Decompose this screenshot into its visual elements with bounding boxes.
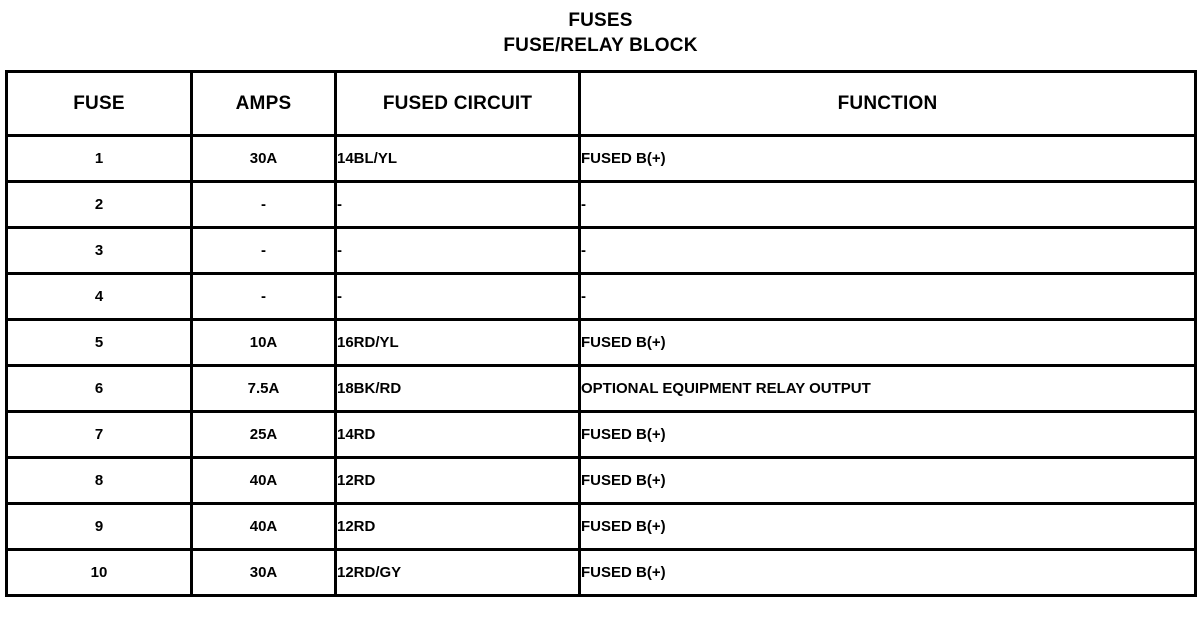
cell-amps: - <box>190 180 337 229</box>
title-line-fuses: FUSES <box>568 10 633 31</box>
table-row: 4--- <box>5 272 1197 321</box>
cell-function: FUSED B(+) <box>578 318 1197 367</box>
cell-function: - <box>578 180 1197 229</box>
column-header-function: FUNCTION <box>578 70 1197 137</box>
cell-amps: - <box>190 226 337 275</box>
cell-function: FUSED B(+) <box>578 502 1197 551</box>
page-title: FUSES FUSE/RELAY BLOCK <box>0 8 1201 58</box>
column-header-fuse: FUSE <box>5 70 193 137</box>
title-line-fuse-relay-block: FUSE/RELAY BLOCK <box>503 35 698 56</box>
cell-fuse: 10 <box>5 548 193 597</box>
cell-fuse: 7 <box>5 410 193 459</box>
cell-fused-circuit: 14BL/YL <box>334 134 581 183</box>
cell-fuse: 9 <box>5 502 193 551</box>
cell-amps: 25A <box>190 410 337 459</box>
cell-fuse: 3 <box>5 226 193 275</box>
cell-amps: 40A <box>190 456 337 505</box>
table-header: FUSE AMPS FUSED CIRCUIT FUNCTION <box>5 70 1197 137</box>
cell-amps: 10A <box>190 318 337 367</box>
column-header-fused-circuit: FUSED CIRCUIT <box>334 70 581 137</box>
cell-amps: 40A <box>190 502 337 551</box>
cell-fused-circuit: - <box>334 272 581 321</box>
cell-fuse: 6 <box>5 364 193 413</box>
table-row: 3--- <box>5 226 1197 275</box>
cell-function: FUSED B(+) <box>578 134 1197 183</box>
cell-amps: 30A <box>190 548 337 597</box>
cell-function: FUSED B(+) <box>578 548 1197 597</box>
cell-fused-circuit: - <box>334 226 581 275</box>
table-row: 2--- <box>5 180 1197 229</box>
cell-fused-circuit: 12RD <box>334 456 581 505</box>
column-header-amps: AMPS <box>190 70 337 137</box>
cell-fused-circuit: 14RD <box>334 410 581 459</box>
cell-function: FUSED B(+) <box>578 456 1197 505</box>
cell-fuse: 4 <box>5 272 193 321</box>
cell-function: - <box>578 272 1197 321</box>
cell-function: - <box>578 226 1197 275</box>
cell-fused-circuit: 16RD/YL <box>334 318 581 367</box>
cell-fused-circuit: - <box>334 180 581 229</box>
cell-amps: 30A <box>190 134 337 183</box>
cell-fuse: 8 <box>5 456 193 505</box>
table-header-row: FUSE AMPS FUSED CIRCUIT FUNCTION <box>5 70 1197 137</box>
cell-function: FUSED B(+) <box>578 410 1197 459</box>
cell-amps: - <box>190 272 337 321</box>
cell-fused-circuit: 18BK/RD <box>334 364 581 413</box>
cell-fused-circuit: 12RD/GY <box>334 548 581 597</box>
cell-function: OPTIONAL EQUIPMENT RELAY OUTPUT <box>578 364 1197 413</box>
cell-fuse: 2 <box>5 180 193 229</box>
cell-fuse: 5 <box>5 318 193 367</box>
cell-amps: 7.5A <box>190 364 337 413</box>
cell-fuse: 1 <box>5 134 193 183</box>
cell-fused-circuit: 12RD <box>334 502 581 551</box>
